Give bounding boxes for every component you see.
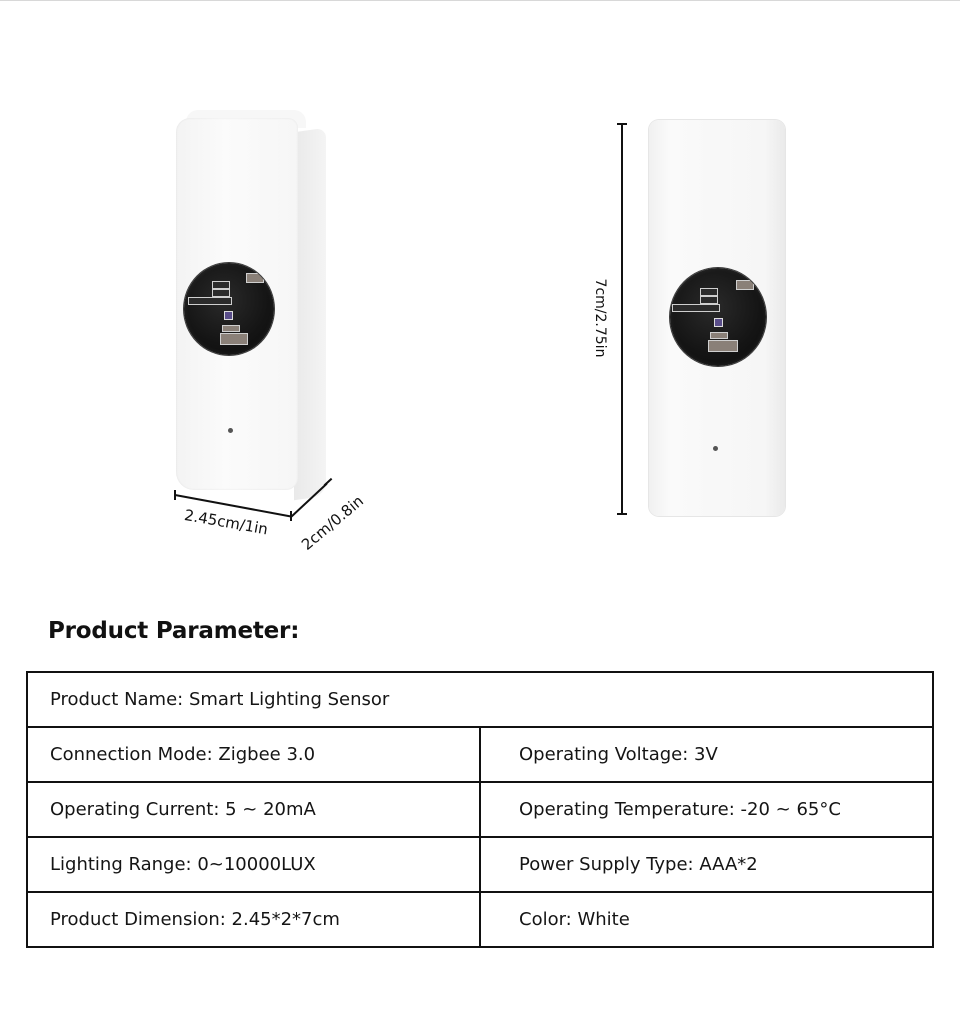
- pcb-component: [700, 296, 718, 304]
- param-product-dimension: Product Dimension: 2.45*2*7cm: [26, 891, 481, 948]
- dimension-cap: [617, 513, 627, 515]
- dimension-cap: [617, 123, 627, 125]
- param-connection-mode: Connection Mode: Zigbee 3.0: [26, 726, 481, 783]
- table-row: Operating Current: 5 ~ 20mA Operating Te…: [26, 781, 934, 838]
- pcb-component: [708, 340, 738, 352]
- pcb-component: [672, 304, 720, 312]
- pcb-component: [700, 288, 718, 296]
- param-operating-temperature: Operating Temperature: -20 ~ 65°C: [479, 781, 934, 838]
- pcb-component: [212, 281, 230, 289]
- parameter-table: Product Name: Smart Lighting Sensor Conn…: [26, 671, 934, 948]
- param-operating-voltage: Operating Voltage: 3V: [479, 726, 934, 783]
- dimension-cap: [174, 490, 176, 500]
- param-product-name: Product Name: Smart Lighting Sensor: [26, 671, 934, 728]
- indicator-led: [713, 446, 718, 451]
- pcb-component: [212, 289, 230, 297]
- table-row: Connection Mode: Zigbee 3.0 Operating Vo…: [26, 726, 934, 783]
- param-lighting-range: Lighting Range: 0~10000LUX: [26, 836, 481, 893]
- pcb-component: [222, 325, 240, 332]
- table-row: Product Name: Smart Lighting Sensor: [26, 671, 934, 728]
- sensor-chip: [714, 318, 723, 327]
- param-color: Color: White: [479, 891, 934, 948]
- sensor-chip: [224, 311, 233, 320]
- light-sensor-window: [670, 268, 766, 366]
- indicator-led: [228, 428, 233, 433]
- section-title: Product Parameter:: [48, 618, 300, 644]
- light-sensor-window: [184, 263, 274, 355]
- top-divider: [0, 0, 960, 1]
- param-operating-current: Operating Current: 5 ~ 20mA: [26, 781, 481, 838]
- pcb-component: [710, 332, 728, 339]
- sensor-front-face: [176, 118, 298, 490]
- param-power-supply: Power Supply Type: AAA*2: [479, 836, 934, 893]
- height-dimension-line: [621, 124, 623, 514]
- pcb-component: [246, 273, 264, 283]
- height-dimension-label: 7cm/2.75in: [592, 278, 608, 358]
- pcb-component: [736, 280, 754, 290]
- table-row: Lighting Range: 0~10000LUX Power Supply …: [26, 836, 934, 893]
- pcb-component: [220, 333, 248, 345]
- sensor-side-face: [294, 127, 326, 501]
- pcb-component: [188, 297, 232, 305]
- table-row: Product Dimension: 2.45*2*7cm Color: Whi…: [26, 891, 934, 948]
- sensor-angled-image: [176, 110, 326, 501]
- sensor-front-image: [649, 120, 785, 516]
